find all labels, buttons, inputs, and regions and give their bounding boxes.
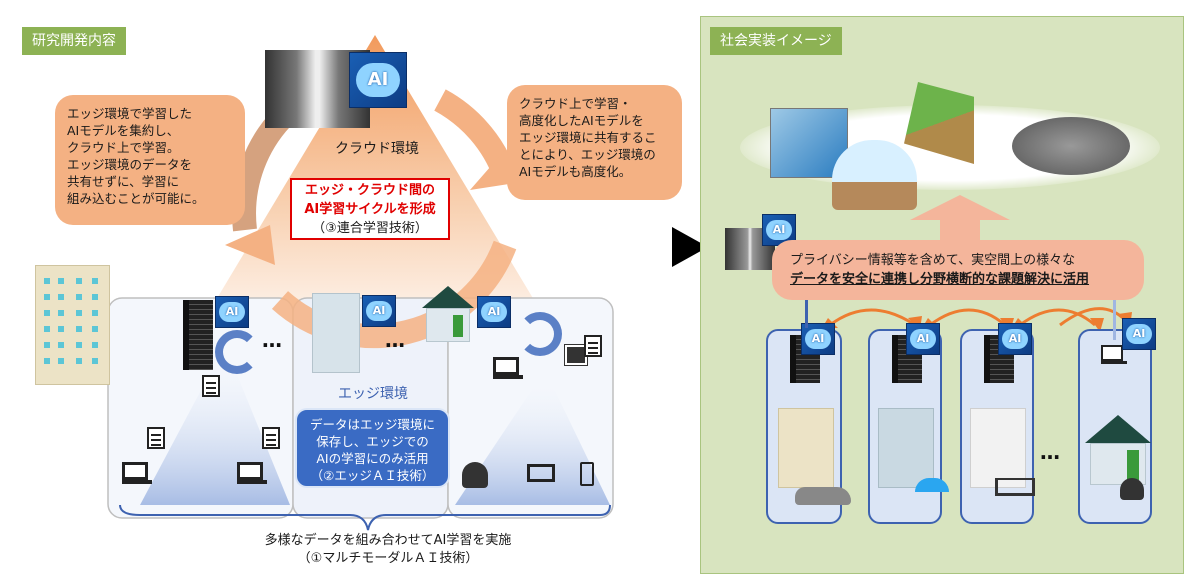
edge-label: エッジ環境: [338, 386, 408, 402]
document-icon: [262, 427, 280, 449]
link-arrow: [829, 308, 916, 327]
learning-cycle-box: エッジ・クラウド間の AI学習サイクルを形成 （③連合学習技術）: [290, 178, 450, 240]
bubble-line: エッジ環境で学習した: [67, 106, 193, 121]
left-speech-bubble: エッジ環境で学習した AIモデルを集約し、 クラウド上で学習。 エッジ環境のデー…: [55, 95, 245, 225]
document-icon: [584, 335, 602, 357]
right-speech-bubble: クラウド上で学習・ 高度化したAIモデルを エッジ環境に共有するこ とにより、エ…: [507, 85, 682, 200]
banner-line-1: プライバシー情報等を含めて、実空間上の様々な: [790, 253, 1076, 268]
edge-ai-badge-1: AI: [215, 296, 249, 328]
transition-arrow-icon: [672, 227, 708, 267]
building-beige: [778, 408, 834, 488]
edge-box-line: （②エッジＡＩ技術）: [310, 468, 435, 483]
link-arrow: [929, 308, 1006, 327]
edge-server-icon: [183, 300, 213, 370]
bubble-line: AIモデルも高度化。: [519, 164, 632, 179]
pc-icon: [1101, 345, 1127, 364]
ellipsis: …: [262, 328, 284, 352]
research-tag: 研究開発内容: [22, 27, 126, 55]
data-beam-2: [455, 370, 610, 505]
bubble-line: 組み込むことが可能に。: [67, 191, 205, 206]
bubble-line: 共有せずに、学習に: [67, 174, 180, 189]
cloud-label: クラウド環境: [335, 141, 419, 157]
link-arrow: [1019, 308, 1096, 327]
umbrella-icon: [915, 478, 949, 492]
column-ai-badge: AI: [998, 323, 1032, 355]
bubble-line: エッジ環境のデータを: [67, 157, 193, 172]
ellipsis: …: [1040, 440, 1062, 464]
person-mic-icon: [462, 462, 488, 488]
pc-icon: [237, 462, 267, 484]
house-icon: [1085, 415, 1151, 485]
edge-building: [312, 293, 360, 373]
cycle-title-1: エッジ・クラウド間の: [304, 183, 435, 198]
social-tag: 社会実装イメージ: [710, 27, 842, 55]
cart-icon: [995, 478, 1035, 496]
implementation-banner: プライバシー情報等を含めて、実空間上の様々な データを安全に連携し分野横断的な課…: [772, 240, 1144, 300]
bubble-line: 高度化したAIモデルを: [519, 113, 644, 128]
traffic-scene: [1012, 117, 1130, 175]
cycle-subtitle: （③連合学習技術）: [312, 221, 428, 236]
cloud-ai-badge: AI: [349, 52, 407, 108]
earthquake-scene: [832, 140, 917, 210]
document-icon: [147, 427, 165, 449]
edge-ai-badge-2: AI: [362, 295, 396, 327]
sync-icon: [215, 330, 259, 374]
building-white: [970, 408, 1026, 488]
laptop-icon: [527, 464, 555, 482]
banner-line-2: データを安全に連携し分野横断的な課題解決に活用: [790, 272, 1090, 287]
edge-box-line: 保存し、エッジでの: [316, 434, 429, 449]
column-ai-badge: AI: [906, 323, 940, 355]
bottom-caption: 多様なデータを組み合わせてAI学習を実施 （①マルチモーダルＡＩ技術）: [238, 532, 538, 568]
pc-icon: [122, 462, 152, 484]
pc-icon: [493, 357, 523, 379]
edge-ai-badge-3: AI: [477, 296, 511, 328]
caption-line-2: （①マルチモーダルＡＩ技術）: [297, 551, 479, 566]
column-ai-badge: AI: [801, 323, 835, 355]
bubble-line: クラウド上で学習・: [519, 96, 632, 111]
bubble-line: クラウド上で学習。: [67, 140, 180, 155]
building-blue: [878, 408, 934, 488]
document-stack-icon: [202, 375, 220, 397]
car-icon: [795, 487, 851, 505]
caption-line-1: 多様なデータを組み合わせてAI学習を実施: [264, 533, 512, 548]
edge-ai-box: データはエッジ環境に 保存し、エッジでの AIの学習にのみ活用 （②エッジＡＩ技…: [295, 408, 450, 488]
bottom-brace: [119, 504, 611, 531]
cycle-title-2: AI学習サイクルを形成: [304, 202, 436, 217]
edge-box-line: AIの学習にのみ活用: [316, 451, 429, 466]
connector-line: [805, 300, 808, 328]
office-building: [35, 265, 110, 385]
up-arrow-icon: [910, 195, 1010, 255]
house-icon: [422, 286, 474, 342]
ellipsis: …: [385, 328, 407, 352]
bubble-line: とにより、エッジ環境の: [519, 147, 656, 162]
cloud-triangle: [210, 35, 540, 310]
column-ai-badge: AI: [1122, 318, 1156, 350]
connector-line: [1113, 300, 1116, 340]
sync-icon: [518, 312, 562, 356]
bubble-line: エッジ環境に共有するこ: [519, 130, 657, 145]
people-icon: [1120, 478, 1144, 500]
tablet-icon: [580, 462, 594, 486]
bubble-line: AIモデルを集約し、: [67, 123, 180, 138]
edge-box-line: データはエッジ環境に: [309, 417, 435, 432]
